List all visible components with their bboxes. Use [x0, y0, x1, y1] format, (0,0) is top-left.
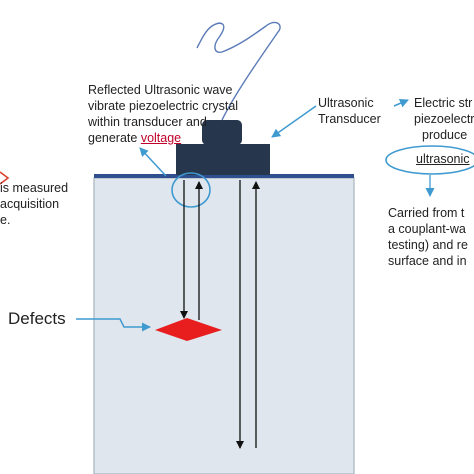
electric-line-3: produce: [422, 128, 468, 142]
callout-arrow-to-transducer: [271, 105, 317, 138]
callout-arrow-electric: [393, 99, 409, 108]
reflected-line-4-prefix: generate: [88, 131, 141, 145]
carried-text: Carried from t a couplant-wa testing) an…: [388, 205, 468, 269]
electric-line-2: piezoelectr: [414, 112, 474, 126]
carried-line-2: a couplant-wa: [388, 222, 466, 236]
ultrasonic-oval: [385, 145, 474, 175]
defect-shape: [155, 318, 222, 341]
specimen-surface: [94, 174, 354, 178]
ultrasonic-word: ultrasonic: [416, 152, 470, 166]
carried-line-4: surface and in: [388, 254, 467, 268]
reflected-line-4: generate voltage: [88, 130, 238, 146]
surface-callout-circle: [171, 172, 211, 208]
test-specimen: [93, 177, 355, 474]
transducer-connector: [202, 120, 242, 145]
measured-line-1: is measured: [0, 181, 69, 195]
electric-line-1: Electric str: [414, 96, 473, 110]
defects-label: Defects: [8, 309, 66, 328]
transducer-housing: [176, 144, 270, 175]
reflected-wave-text: Reflected Ultrasonic wave vibrate piezoe…: [88, 82, 238, 146]
callout-arrow-measured: [0, 171, 10, 185]
reflected-line-3: within transducer and: [88, 115, 207, 129]
carried-line-3: testing) and re: [388, 238, 468, 252]
carried-line-1: Carried from t: [388, 206, 465, 220]
measured-line-2: acquisition: [0, 197, 60, 211]
measured-line-3: e.: [0, 213, 11, 227]
voltage-link[interactable]: voltage: [140, 131, 182, 145]
callout-arrow-to-surface: [139, 147, 167, 177]
measured-text: is measured acquisition e.: [0, 180, 68, 228]
transducer-line-1: Ultrasonic: [318, 96, 374, 110]
reflected-line-2: vibrate piezoelectric crystal: [88, 99, 239, 113]
transducer-line-2: Transducer: [318, 112, 381, 126]
reflected-line-1: Reflected Ultrasonic wave: [88, 83, 233, 97]
transducer-text: Ultrasonic Transducer: [318, 95, 381, 127]
transducer-cable: [196, 21, 281, 121]
ultrasonic-oval-text: ultrasonic: [416, 151, 470, 167]
callout-arrow-defects: [76, 318, 151, 332]
electric-stimulus-text: Electric str piezoelectr produce: [414, 95, 474, 143]
